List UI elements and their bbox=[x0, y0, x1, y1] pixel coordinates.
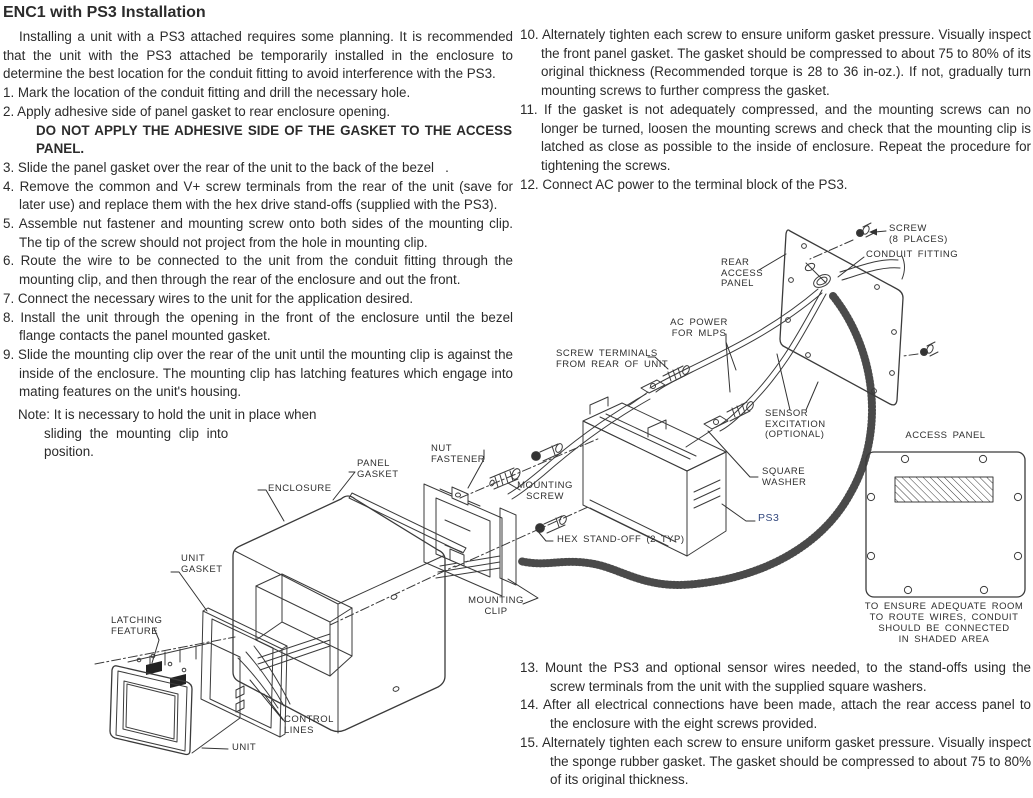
note: Note: It is necessary to hold the unit i… bbox=[18, 406, 513, 462]
label-panel-gasket: PANEL GASKET bbox=[357, 458, 399, 480]
step-12: 12. Connect AC power to the terminal blo… bbox=[520, 176, 848, 192]
step-2: 2. Apply adhesive side of panel gasket t… bbox=[3, 103, 391, 119]
label-square-washer: SQUARE WASHER bbox=[762, 466, 807, 488]
label-rear-access-panel: REAR ACCESS PANEL bbox=[721, 257, 764, 289]
label-access-panel-title: ACCESS PANEL bbox=[905, 430, 986, 441]
step-13: 13. Mount the PS3 and optional sensor wi… bbox=[520, 660, 1031, 694]
access-panel-caption: TO ENSURE ADEQUATE ROOM TO ROUTE WIRES, … bbox=[864, 601, 1024, 645]
step-3: 3. Slide the panel gasket over the rear … bbox=[3, 159, 449, 175]
step-11: 11. If the gasket is not adequately comp… bbox=[520, 101, 1031, 173]
note-line-1: Note: It is necessary to hold the unit i… bbox=[18, 407, 317, 423]
label-conduit-fitting: CONDUIT FITTING bbox=[866, 249, 959, 260]
label-ps3: PS3 bbox=[758, 512, 780, 524]
leader-lines bbox=[151, 228, 887, 750]
page-title: ENC1 with PS3 Installation bbox=[3, 4, 206, 21]
square-washers-drawing bbox=[640, 365, 754, 430]
label-hex-standoff: HEX STAND-OFF (2 TYP) bbox=[557, 534, 685, 545]
label-control-lines: CONTROL LINES bbox=[284, 714, 334, 736]
label-enclosure: ENCLOSURE bbox=[268, 483, 332, 494]
step-4: 4. Remove the common and V+ screw termin… bbox=[3, 178, 513, 213]
note-line-3: position. bbox=[44, 444, 94, 460]
step-10: 10. Alternately tighten each screw to en… bbox=[520, 27, 1031, 99]
intro-paragraph: Installing a unit with a PS3 attached re… bbox=[3, 29, 513, 82]
label-mounting-screw: MOUNTING SCREW bbox=[517, 480, 573, 502]
step-2-warning: DO NOT APPLY THE ADHESIVE SIDE OF THE GA… bbox=[36, 122, 512, 157]
left-column: ENC1 with PS3 Installation Installing a … bbox=[3, 3, 513, 462]
label-unit: UNIT bbox=[232, 742, 257, 753]
access-panel-inset bbox=[865, 451, 1026, 598]
label-sensor-excitation: SENSOR EXCITATION (OPTIONAL) bbox=[765, 408, 826, 440]
label-screw-8-places: SCREW (8 PLACES) bbox=[889, 223, 948, 245]
label-ac-power: AC POWER FOR MLPS bbox=[670, 317, 728, 339]
note-line-2: sliding the mounting clip into bbox=[44, 425, 229, 441]
step-8: 8. Install the unit through the opening … bbox=[3, 309, 513, 344]
mounting-clip-drawing bbox=[94, 437, 601, 665]
step-6: 6. Route the wire to be connected to the… bbox=[3, 253, 513, 288]
step-9: 9. Slide the mounting clip over the rear… bbox=[3, 346, 513, 400]
ps3-drawing bbox=[582, 396, 727, 557]
step-1: 1. Mark the location of the conduit fitt… bbox=[3, 85, 411, 101]
label-screw-terminals: SCREW TERMINALS FROM REAR OF UNIT bbox=[556, 348, 669, 370]
enclosure-drawing bbox=[232, 492, 467, 734]
label-mounting-clip: MOUNTING CLIP bbox=[468, 595, 524, 617]
step-14: 14. After all electrical connections hav… bbox=[520, 697, 1031, 732]
right-column-bottom: 13. Mount the PS3 and optional sensor wi… bbox=[520, 659, 1031, 790]
right-column-top: 10. Alternately tighten each screw to en… bbox=[520, 26, 1031, 194]
label-latching-feature: LATCHING FEATURE bbox=[111, 615, 163, 637]
label-unit-gasket: UNIT GASKET bbox=[181, 553, 223, 575]
step-5: 5. Assemble nut fastener and mounting sc… bbox=[3, 216, 513, 250]
step-7: 7. Connect the necessary wires to the un… bbox=[3, 290, 414, 306]
unit-drawing bbox=[109, 642, 291, 756]
label-nut-fastener: NUT FASTENER bbox=[431, 443, 486, 465]
step-15: 15. Alternately tighten each screw to en… bbox=[520, 734, 1031, 788]
rear-access-panel-drawing bbox=[779, 222, 939, 406]
